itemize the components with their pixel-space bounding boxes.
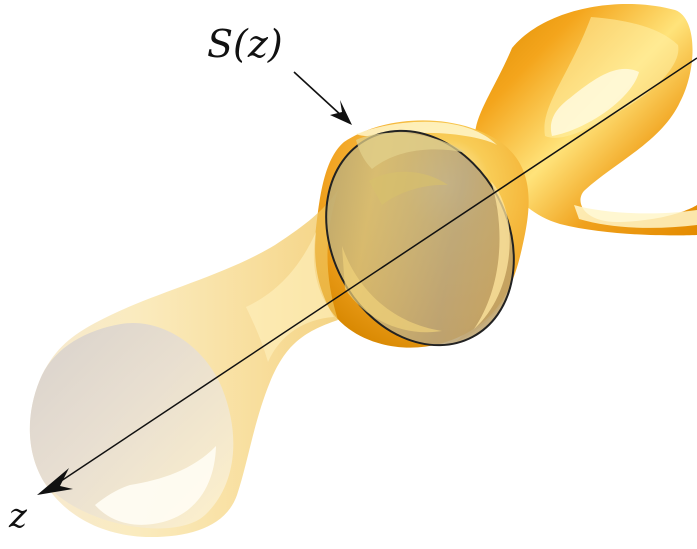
cross-section-disk (325, 129, 515, 347)
axis-label: z (8, 496, 28, 536)
arrow-icon (330, 100, 352, 125)
arrowhead-icon (37, 468, 73, 495)
z-axis (37, 57, 697, 495)
surface-label: S(z) (207, 22, 283, 66)
solid-bell-top (474, 3, 697, 236)
surface-label-group: S(z) (207, 22, 352, 125)
translucent-shell (29, 190, 338, 538)
